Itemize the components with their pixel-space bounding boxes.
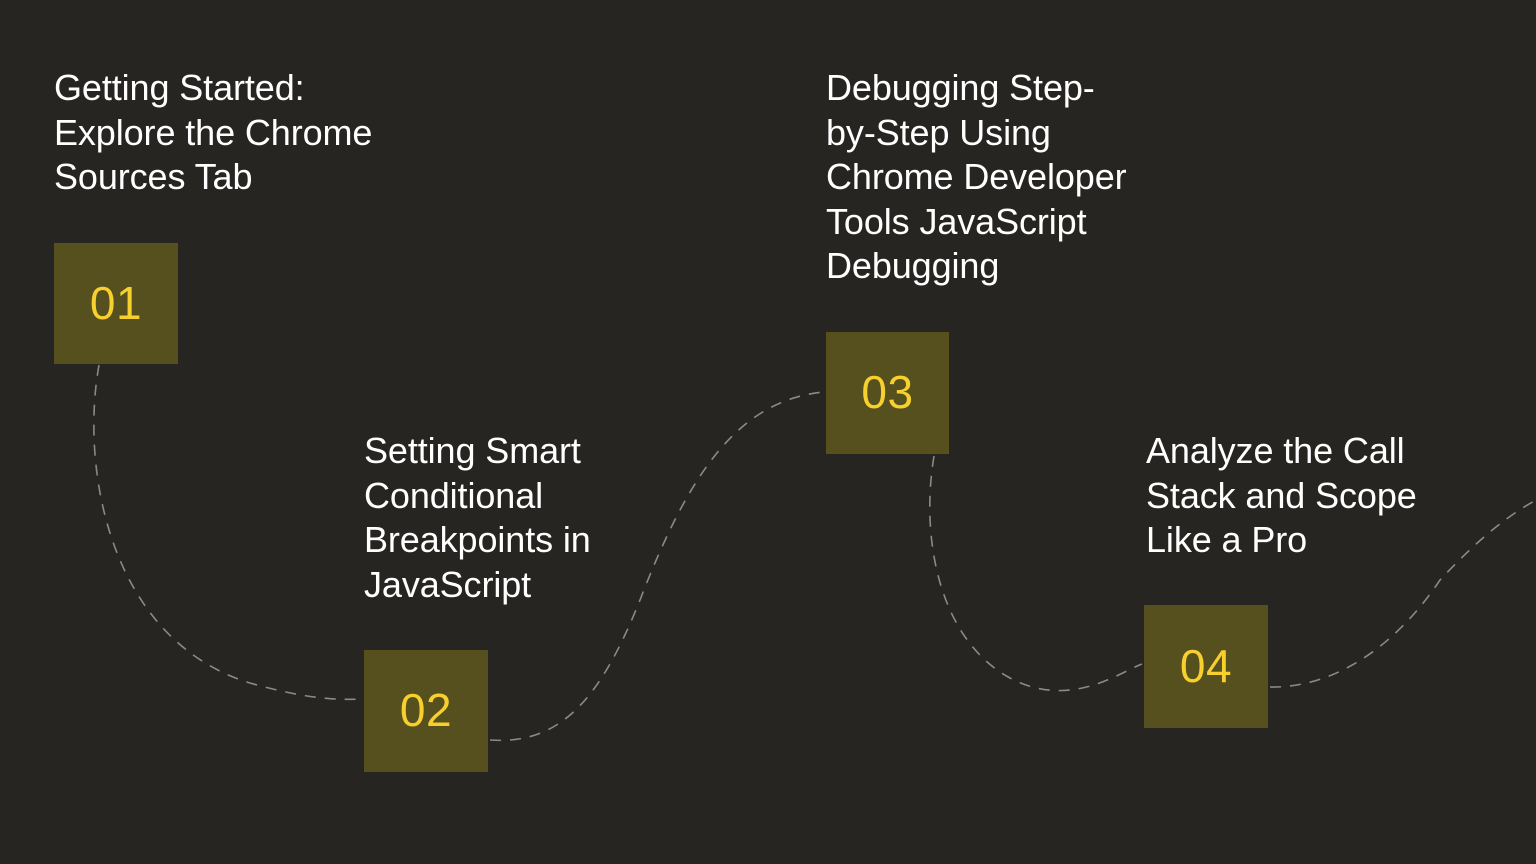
step-01-title: Getting Started: Explore the Chrome Sour… — [54, 67, 373, 197]
step-04-badge: 04 — [1144, 605, 1268, 728]
step-04-title: Analyze the Call Stack and Scope Like a … — [1146, 430, 1417, 560]
step-01-badge: 01 — [54, 243, 178, 364]
step-02-number: 02 — [399, 684, 453, 736]
step-03-number: 03 — [861, 366, 914, 418]
step-01-number: 01 — [89, 276, 143, 329]
step-03-title: Debugging Step- by-Step Using Chrome Dev… — [826, 67, 1127, 286]
step-03-badge: 03 — [826, 332, 949, 454]
step-04-number: 04 — [1179, 639, 1233, 692]
connector-03-to-04 — [929, 455, 1143, 692]
connector-01-to-02 — [93, 364, 363, 701]
step-02-badge: 02 — [364, 650, 488, 772]
step-02-title: Setting Smart Conditional Breakpoints in… — [364, 430, 591, 605]
